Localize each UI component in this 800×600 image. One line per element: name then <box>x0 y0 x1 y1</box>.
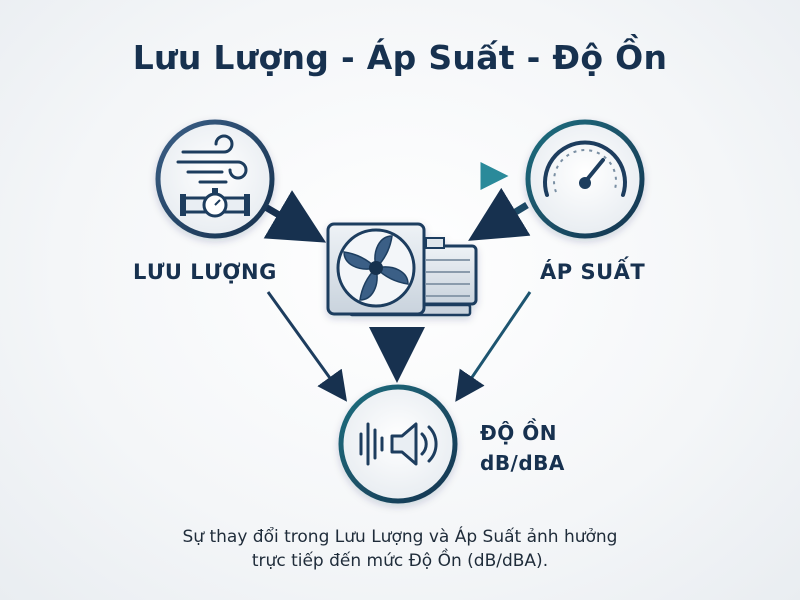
caption-line-1: Sự thay đổi trong Lưu Lượng và Áp Suất ả… <box>182 527 618 547</box>
flow-node <box>155 119 275 239</box>
noise-label-block: ĐỘ ỒN dB/dBA <box>480 418 565 478</box>
caption-line-2: trực tiếp đến mức Độ Ồn (dB/dBA). <box>251 551 549 571</box>
diagram-caption: Sự thay đổi trong Lưu Lượng và Áp Suất ả… <box>0 525 800 573</box>
fan-motor-icon <box>326 222 478 317</box>
arrow-flow-to-noise <box>266 291 348 402</box>
diagram-title: Lưu Lượng - Áp Suất - Độ Ồn <box>132 38 668 77</box>
arrow-flow-to-fan <box>260 190 327 243</box>
wind-icon <box>176 134 248 184</box>
flow-meter-icon <box>180 188 250 218</box>
noise-label: ĐỘ ỒN <box>480 421 557 445</box>
arrow-pressure-to-fan <box>468 187 531 241</box>
speaker-sound-icon <box>359 422 438 466</box>
pressure-label: ÁP SUẤT <box>540 260 646 284</box>
gauge-icon <box>543 140 627 197</box>
arrow-pressure-to-noise <box>455 291 532 402</box>
noise-unit: dB/dBA <box>480 451 565 475</box>
flow-label: LƯU LƯỢNG <box>133 260 277 284</box>
